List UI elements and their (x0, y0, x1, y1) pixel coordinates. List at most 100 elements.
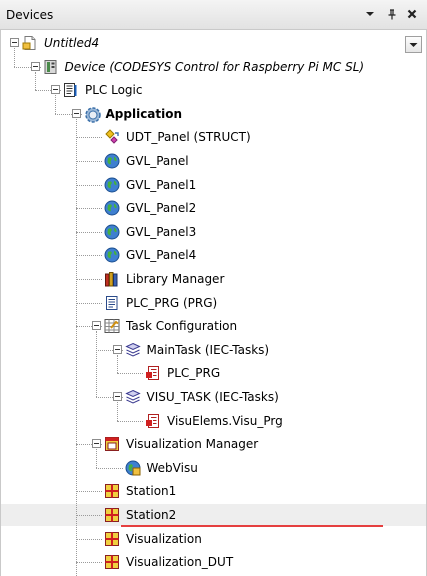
collapse-toggle-icon[interactable] (112, 344, 122, 354)
tree-item-gvl-panel2[interactable]: GVL_Panel2 (1, 197, 426, 219)
tree-connector (75, 302, 102, 304)
program-call-icon (145, 413, 161, 429)
tree-item-station2[interactable]: Station2 (1, 504, 426, 527)
tree-connector (14, 66, 41, 68)
tree-item-webvisu[interactable]: WebVisu (1, 457, 426, 479)
tree-item-application[interactable]: Application (1, 103, 426, 125)
tree-item-untitled4[interactable]: Untitled4 (1, 32, 426, 54)
tree-item-label: Visualization_DUT (126, 555, 234, 570)
collapse-toggle-icon[interactable] (92, 439, 101, 449)
visualization-icon (104, 507, 120, 523)
close-icon[interactable] (404, 6, 420, 22)
tree-connector (75, 444, 102, 446)
tree-item-label: Device (CODESYS Control for Raspberry Pi… (64, 59, 365, 74)
tree-item-label: GVL_Panel1 (126, 177, 197, 192)
tree-item-label: Library Manager (126, 272, 225, 286)
tree-item-visualization-manager[interactable]: Visualization Manager (1, 433, 426, 455)
tree-item-label: UDT_Panel (STRUCT) (126, 130, 251, 145)
tree-item-label: Station2 (126, 508, 177, 522)
tree-item-library-manager[interactable]: Library Manager (1, 268, 426, 290)
tree-connector (34, 71, 36, 91)
collapse-toggle-icon[interactable] (51, 85, 60, 95)
tree-connector (96, 349, 123, 351)
tree-connector (75, 161, 102, 162)
tree-connector (75, 184, 102, 186)
globe-icon (104, 247, 120, 263)
tree-item-maintask-iec-tasks[interactable]: MainTask (IEC-Tasks) (1, 339, 426, 361)
panel-title: Devices (6, 8, 54, 22)
tree-item-label: Application (105, 106, 183, 121)
task-stack-icon (124, 342, 141, 358)
tree-item-visu-task-iec-tasks[interactable]: VISU_TASK (IEC-Tasks) (1, 386, 426, 408)
tree-item-visualization-dut[interactable]: Visualization_DUT (1, 551, 426, 573)
visualization-icon (104, 483, 120, 499)
tree-item-visualization[interactable]: Visualization (1, 528, 426, 550)
tree-item-label: PLC Logic (85, 83, 143, 98)
tree-connector (75, 255, 102, 257)
tree-item-label: Station1 (126, 484, 177, 499)
tree-connector (75, 515, 102, 516)
tree-connector (75, 118, 77, 576)
collapse-toggle-icon[interactable] (71, 108, 81, 118)
tree-item-plc-prg-prg[interactable]: PLC_PRG (PRG) (1, 292, 426, 314)
tree-connector (75, 326, 102, 328)
tree-item-label: VISU_TASK (IEC-Tasks) (146, 390, 279, 404)
program-document-icon (104, 295, 120, 311)
tree-connector (34, 90, 61, 92)
tree-item-label: GVL_Panel (126, 154, 189, 168)
tree-connector (75, 208, 102, 210)
plc-logic-icon (63, 82, 79, 98)
tree-connector (96, 397, 123, 398)
tree-connector (75, 491, 102, 493)
task-stack-icon (124, 389, 141, 405)
device-icon (43, 59, 59, 75)
tree-item-gvl-panel3[interactable]: GVL_Panel3 (1, 221, 426, 243)
selection-underline (121, 525, 383, 527)
tree-connector (116, 373, 143, 375)
tree-item-visuelems-visu-prg[interactable]: VisuElems.Visu_Prg (1, 410, 426, 432)
collapse-toggle-icon[interactable] (112, 392, 122, 401)
tree-connector (116, 354, 118, 374)
collapse-toggle-icon[interactable] (30, 61, 40, 71)
tree-item-udt-panel-struct[interactable]: UDT_Panel (STRUCT) (1, 126, 426, 148)
visualization-manager-icon (104, 436, 120, 452)
tree-item-label: GVL_Panel4 (126, 248, 197, 263)
tree-item-station1[interactable]: Station1 (1, 480, 426, 502)
tree-connector (96, 449, 97, 468)
tree-item-label: PLC_PRG (PRG) (126, 295, 218, 310)
tree-dropdown-button[interactable] (405, 36, 422, 53)
task-configuration-icon (104, 318, 120, 334)
tree-connector (75, 231, 102, 233)
tree-item-label: MainTask (IEC-Tasks) (146, 342, 270, 357)
tree-connector (14, 48, 15, 67)
tree-item-label: Untitled4 (44, 36, 100, 50)
globe-icon (104, 153, 120, 169)
tree-item-plc-logic[interactable]: PLC Logic (1, 79, 426, 101)
tree-item-task-configuration[interactable]: Task Configuration (1, 315, 426, 337)
tree-item-label: PLC_PRG (167, 366, 221, 381)
pin-icon[interactable] (384, 6, 400, 22)
tree-connector (75, 538, 102, 540)
tree-item-gvl-panel[interactable]: GVL_Panel (1, 150, 426, 172)
collapse-toggle-icon[interactable] (10, 38, 19, 47)
tree-item-plc-prg[interactable]: PLC_PRG (1, 362, 426, 384)
devices-panel-header: Devices (0, 0, 427, 30)
tree-item-device-codesys-control-for-raspberry-pi-mc-sl[interactable]: Device (CODESYS Control for Raspberry Pi… (1, 56, 426, 78)
library-books-icon (104, 271, 120, 287)
tree-item-gvl-panel1[interactable]: GVL_Panel1 (1, 174, 426, 196)
globe-icon (104, 177, 120, 193)
program-call-icon (145, 365, 161, 381)
tree-item-gvl-panel4[interactable]: GVL_Panel4 (1, 244, 426, 266)
collapse-toggle-icon[interactable] (92, 321, 101, 331)
globe-icon (104, 224, 120, 240)
tree-connector (75, 137, 102, 139)
chevron-down-icon (409, 42, 418, 47)
dropdown-arrow-icon[interactable] (362, 6, 378, 22)
visualization-icon (104, 531, 120, 547)
tree-item-label: GVL_Panel3 (126, 224, 197, 239)
tree-item-label: Visualization (126, 531, 202, 546)
tree-connector (75, 279, 102, 280)
struct-icon (104, 129, 120, 145)
application-gear-icon (84, 106, 101, 123)
